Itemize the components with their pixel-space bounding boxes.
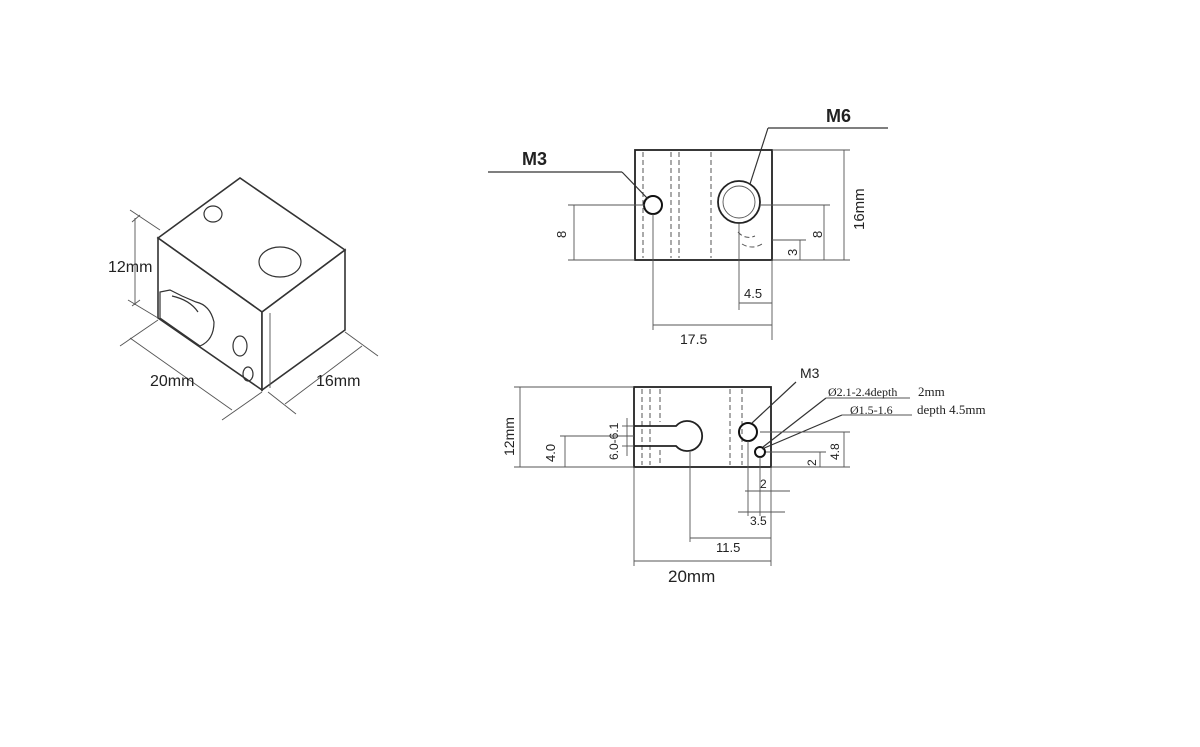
top-dim-16mm: 16mm <box>851 188 868 230</box>
top-m6-hole <box>717 180 761 224</box>
front-hole1-label: Ø2.1-2.4depth <box>828 385 897 399</box>
front-slot <box>634 420 703 452</box>
iso-large-hole <box>258 246 302 278</box>
front-hole2-label: Ø1.5-1.6 <box>850 403 893 417</box>
front-dim-20mm: 20mm <box>668 567 715 586</box>
iso-length-label: 20mm <box>150 373 194 390</box>
iso-slot <box>159 289 215 347</box>
front-dim-2-horizontal: 2 <box>760 477 767 491</box>
iso-width-label: 16mm <box>316 373 360 390</box>
iso-small-hole <box>203 205 223 223</box>
isometric-view: 12mm 20mm 16mm <box>108 177 379 421</box>
top-dim-17-5: 17.5 <box>680 331 707 347</box>
front-dim-3-5: 3.5 <box>750 514 767 528</box>
front-dim-4-8: 4.8 <box>828 443 842 460</box>
top-view-body <box>634 149 773 261</box>
front-dim-2-vertical: 2 <box>805 459 819 466</box>
iso-height-label: 12mm <box>108 259 152 276</box>
iso-side-hole-2 <box>242 366 254 382</box>
top-dim-left-8: 8 <box>554 231 569 238</box>
front-m3-label: M3 <box>800 365 820 381</box>
iso-side-hole-1 <box>232 335 248 357</box>
front-dim-6-0-6-1: 6.0-6.1 <box>607 422 621 460</box>
front-dim-11-5: 11.5 <box>716 540 740 555</box>
top-dim-right-8: 8 <box>810 231 825 238</box>
top-m3-label: M3 <box>522 149 547 169</box>
top-view: M3 M6 8 8 3 16mm 4.5 17.5 <box>488 106 888 347</box>
front-hole1-depth: 2mm <box>918 384 945 399</box>
top-dim-4-5: 4.5 <box>744 286 762 301</box>
top-dim-3: 3 <box>785 249 800 256</box>
top-m6-label: M6 <box>826 106 851 126</box>
iso-right-face <box>261 248 346 392</box>
front-hole2-depth: depth 4.5mm <box>917 402 986 417</box>
front-dim-12mm: 12mm <box>501 417 517 456</box>
top-m3-hole <box>643 195 663 215</box>
front-view-body <box>633 386 772 468</box>
front-dim-4-0: 4.0 <box>543 444 558 462</box>
front-view: M3 Ø2.1-2.4depth 2mm Ø1.5-1.6 depth 4.5m… <box>501 365 986 586</box>
